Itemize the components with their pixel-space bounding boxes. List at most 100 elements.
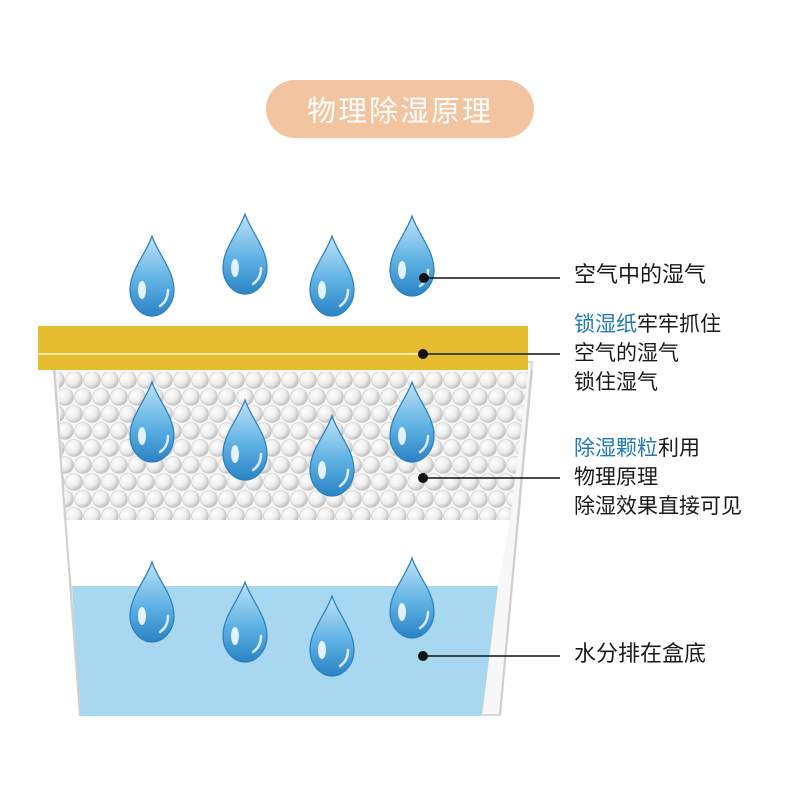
bead xyxy=(58,439,65,457)
bead xyxy=(182,388,200,406)
bead xyxy=(434,422,452,440)
bead xyxy=(524,456,528,474)
empty-chamber xyxy=(64,520,510,586)
bead xyxy=(101,473,119,491)
bead xyxy=(191,473,209,491)
label-air: 空气中的湿气 xyxy=(574,261,706,291)
bead xyxy=(371,439,389,457)
bead xyxy=(497,439,515,457)
bead xyxy=(209,507,227,520)
water-drop-icon xyxy=(128,234,176,318)
bead xyxy=(272,422,290,440)
bead xyxy=(389,473,407,491)
bead xyxy=(299,507,317,520)
bead xyxy=(218,388,236,406)
bead xyxy=(425,372,443,389)
bead xyxy=(209,372,227,389)
bead xyxy=(245,507,263,520)
bead xyxy=(200,388,218,406)
bead xyxy=(380,490,398,508)
label-beads-highlight: 除湿颗粒 xyxy=(574,436,658,460)
bead xyxy=(362,490,380,508)
bead xyxy=(83,439,101,457)
bead xyxy=(182,422,200,440)
bead xyxy=(119,507,137,520)
bead xyxy=(470,456,488,474)
bead xyxy=(488,422,506,440)
bead xyxy=(398,490,416,508)
bead xyxy=(389,372,407,389)
pointer-dot-beads xyxy=(418,473,428,483)
bead xyxy=(470,422,488,440)
bead xyxy=(308,388,326,406)
bead xyxy=(488,388,506,406)
bead xyxy=(173,507,191,520)
bead xyxy=(434,456,452,474)
bead xyxy=(299,372,317,389)
bead xyxy=(263,473,281,491)
bead xyxy=(58,405,65,423)
bead xyxy=(281,439,299,457)
bead xyxy=(272,388,290,406)
bead xyxy=(443,439,461,457)
bead xyxy=(470,388,488,406)
bead xyxy=(353,439,371,457)
pointer-dot-water xyxy=(418,651,428,661)
label-beads-rest: 利用 xyxy=(658,436,700,460)
bead xyxy=(326,388,344,406)
page-title: 物理除湿原理 xyxy=(306,94,493,128)
bead xyxy=(236,490,254,508)
bead xyxy=(227,372,245,389)
label-paper-highlight: 锁湿纸 xyxy=(574,312,637,336)
bead xyxy=(353,372,371,389)
bead xyxy=(191,405,209,423)
label-paper-line3: 锁住湿气 xyxy=(574,370,658,394)
bead xyxy=(173,439,191,457)
bead xyxy=(452,456,470,474)
bead xyxy=(362,456,380,474)
bead xyxy=(443,405,461,423)
bead xyxy=(317,372,335,389)
bead xyxy=(299,405,317,423)
bead xyxy=(272,490,290,508)
bead xyxy=(272,456,290,474)
bead xyxy=(317,405,335,423)
bead xyxy=(371,405,389,423)
bead xyxy=(58,422,74,440)
bead xyxy=(110,456,128,474)
bead xyxy=(443,507,461,520)
pointer-dot-paper xyxy=(418,349,428,359)
bead xyxy=(119,372,137,389)
bead xyxy=(335,405,353,423)
bead xyxy=(137,372,155,389)
bead xyxy=(155,507,173,520)
bead xyxy=(227,507,245,520)
bead xyxy=(200,456,218,474)
bead xyxy=(308,490,326,508)
bead xyxy=(461,439,479,457)
bead xyxy=(479,372,497,389)
bead xyxy=(191,372,209,389)
bead xyxy=(92,422,110,440)
water-drop-icon xyxy=(388,214,436,298)
bead xyxy=(362,422,380,440)
bead xyxy=(344,490,362,508)
label-air-text: 空气中的湿气 xyxy=(574,263,707,288)
bead xyxy=(146,490,164,508)
bead xyxy=(461,405,479,423)
bead xyxy=(425,507,443,520)
bead xyxy=(452,422,470,440)
bead xyxy=(173,405,191,423)
bead xyxy=(479,507,497,520)
bead xyxy=(434,388,452,406)
bead xyxy=(74,456,92,474)
bead xyxy=(164,490,182,508)
bead xyxy=(479,405,497,423)
bead xyxy=(443,473,461,491)
bead xyxy=(92,490,110,508)
bead xyxy=(58,372,65,389)
water-drop-icon xyxy=(221,212,269,296)
bead xyxy=(191,507,209,520)
bead xyxy=(371,507,389,520)
bead xyxy=(497,405,515,423)
